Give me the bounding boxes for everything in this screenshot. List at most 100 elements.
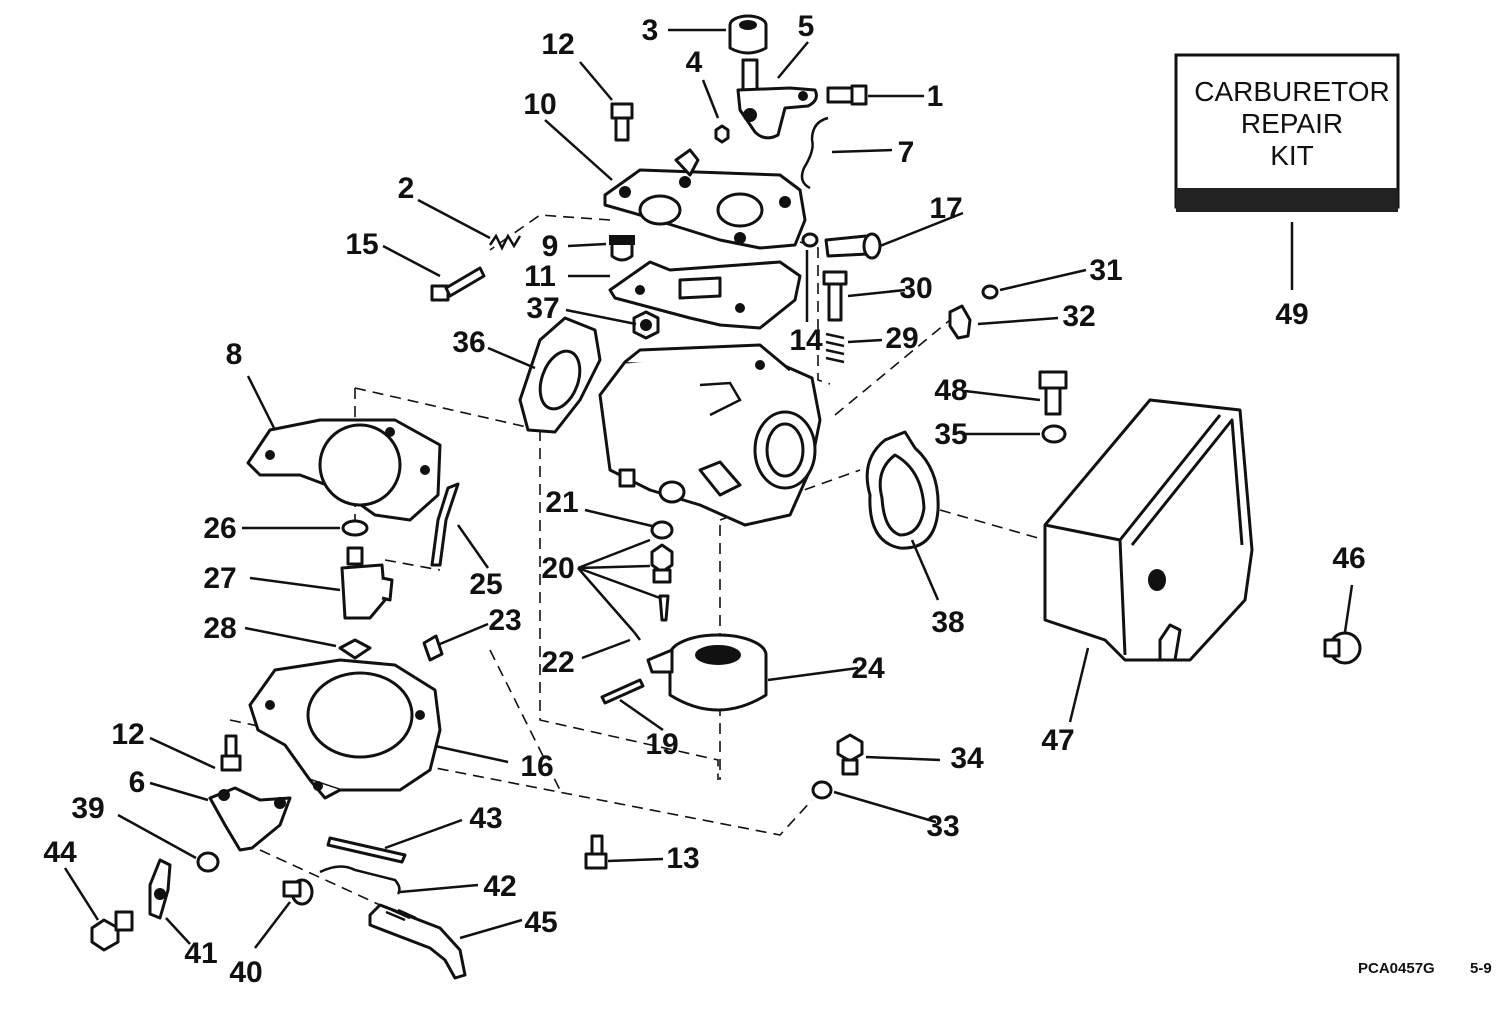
callout-5: 5	[798, 10, 815, 43]
kit-label-line1: CARBURETOR	[1194, 76, 1390, 107]
bracket-6	[208, 786, 292, 852]
silencer-cover-47	[1043, 398, 1254, 662]
screw-34	[836, 733, 864, 776]
float-bowl-16	[248, 658, 442, 800]
callout-49: 49	[1275, 298, 1308, 331]
knob-46	[1323, 631, 1362, 665]
callout-23: 23	[488, 604, 521, 637]
kit-label-line3: KIT	[1270, 140, 1314, 171]
callout-28: 28	[203, 612, 236, 645]
screw-13	[584, 834, 608, 870]
callout-9: 9	[542, 230, 559, 263]
leader-lines	[63, 28, 1354, 949]
gasket-38	[865, 430, 940, 550]
lever-45	[368, 903, 467, 980]
callout-35: 35	[934, 418, 967, 451]
needle-valve-20	[650, 543, 674, 622]
callout-labels: 3 5 12 4 1 10 7 2 17 15 9 31 11 30 37 49…	[43, 10, 1365, 989]
callout-36: 36	[452, 326, 485, 359]
callout-15: 15	[345, 228, 378, 261]
callout-46: 46	[1332, 542, 1365, 575]
callout-19: 19	[645, 728, 678, 761]
washer-33	[811, 780, 833, 800]
callout-30: 30	[899, 272, 932, 305]
callout-42: 42	[483, 870, 516, 903]
washer-26	[341, 519, 369, 537]
callout-20: 20	[541, 552, 574, 585]
callout-7: 7	[898, 136, 915, 169]
pin-19	[600, 678, 645, 705]
callout-38: 38	[931, 606, 964, 639]
screw-30	[822, 270, 848, 322]
cover-plate	[603, 148, 807, 250]
callout-14: 14	[789, 324, 823, 357]
callout-11: 11	[524, 260, 556, 293]
spring-29	[825, 332, 845, 364]
washer-35	[1041, 424, 1067, 444]
callout-25: 25	[469, 568, 502, 601]
callout-27: 27	[203, 562, 236, 595]
callout-12-top: 12	[541, 28, 574, 61]
callout-29: 29	[885, 322, 918, 355]
screw-48	[1038, 370, 1068, 416]
callout-44: 44	[43, 836, 77, 869]
screw-44	[90, 910, 134, 952]
washer-39	[196, 851, 220, 873]
washer-21	[650, 520, 674, 540]
callout-3: 3	[642, 14, 659, 47]
callout-21: 21	[545, 486, 578, 519]
plug-9	[609, 235, 635, 262]
gasket-11	[608, 260, 802, 330]
clip-22	[633, 631, 641, 641]
callout-37: 37	[526, 292, 559, 325]
callout-4: 4	[686, 46, 703, 79]
tube-25	[430, 482, 460, 567]
callout-43: 43	[469, 802, 502, 835]
callout-13: 13	[666, 842, 699, 875]
callout-22: 22	[541, 646, 574, 679]
float-24	[646, 633, 768, 712]
callout-45: 45	[524, 906, 557, 939]
callout-34: 34	[950, 742, 984, 775]
callout-26: 26	[203, 512, 236, 545]
choke-lever-assembly	[736, 58, 818, 140]
washer-14	[801, 232, 819, 248]
gasket-8	[246, 418, 442, 522]
link-42	[319, 865, 401, 895]
fuel-fitting-cap	[728, 14, 768, 55]
callout-47: 47	[1041, 724, 1074, 757]
carburetor-body	[598, 343, 822, 527]
screw-17	[824, 232, 882, 260]
nut-37	[632, 310, 660, 340]
spring-2	[488, 233, 522, 251]
screw-40	[282, 878, 314, 906]
screw-1	[826, 84, 868, 106]
drawing-code: PCA0457G	[1358, 960, 1435, 977]
callout-39: 39	[71, 792, 104, 825]
choke-link-wire	[800, 116, 829, 190]
screw-15	[430, 266, 486, 302]
callout-1: 1	[927, 80, 944, 113]
screw-12-bottom	[220, 734, 242, 772]
callout-48: 48	[934, 374, 967, 407]
callout-16: 16	[520, 750, 553, 783]
page-number: 5-9	[1470, 960, 1492, 977]
callout-32: 32	[1062, 300, 1095, 333]
small-nut-4	[714, 124, 730, 144]
callout-31: 31	[1089, 254, 1122, 287]
rod-43	[326, 836, 407, 864]
callout-10: 10	[523, 88, 556, 121]
gasket-28	[338, 638, 372, 660]
gasket-36	[518, 316, 602, 434]
screw-31	[981, 284, 999, 300]
clip-32	[948, 304, 972, 340]
callout-40: 40	[229, 956, 262, 989]
callout-33: 33	[926, 810, 959, 843]
footer: PCA0457G 5-9	[1358, 960, 1492, 977]
callout-8: 8	[226, 338, 243, 371]
callout-6: 6	[129, 766, 146, 799]
callout-12-bottom: 12	[111, 718, 144, 751]
jet-23	[422, 634, 444, 662]
